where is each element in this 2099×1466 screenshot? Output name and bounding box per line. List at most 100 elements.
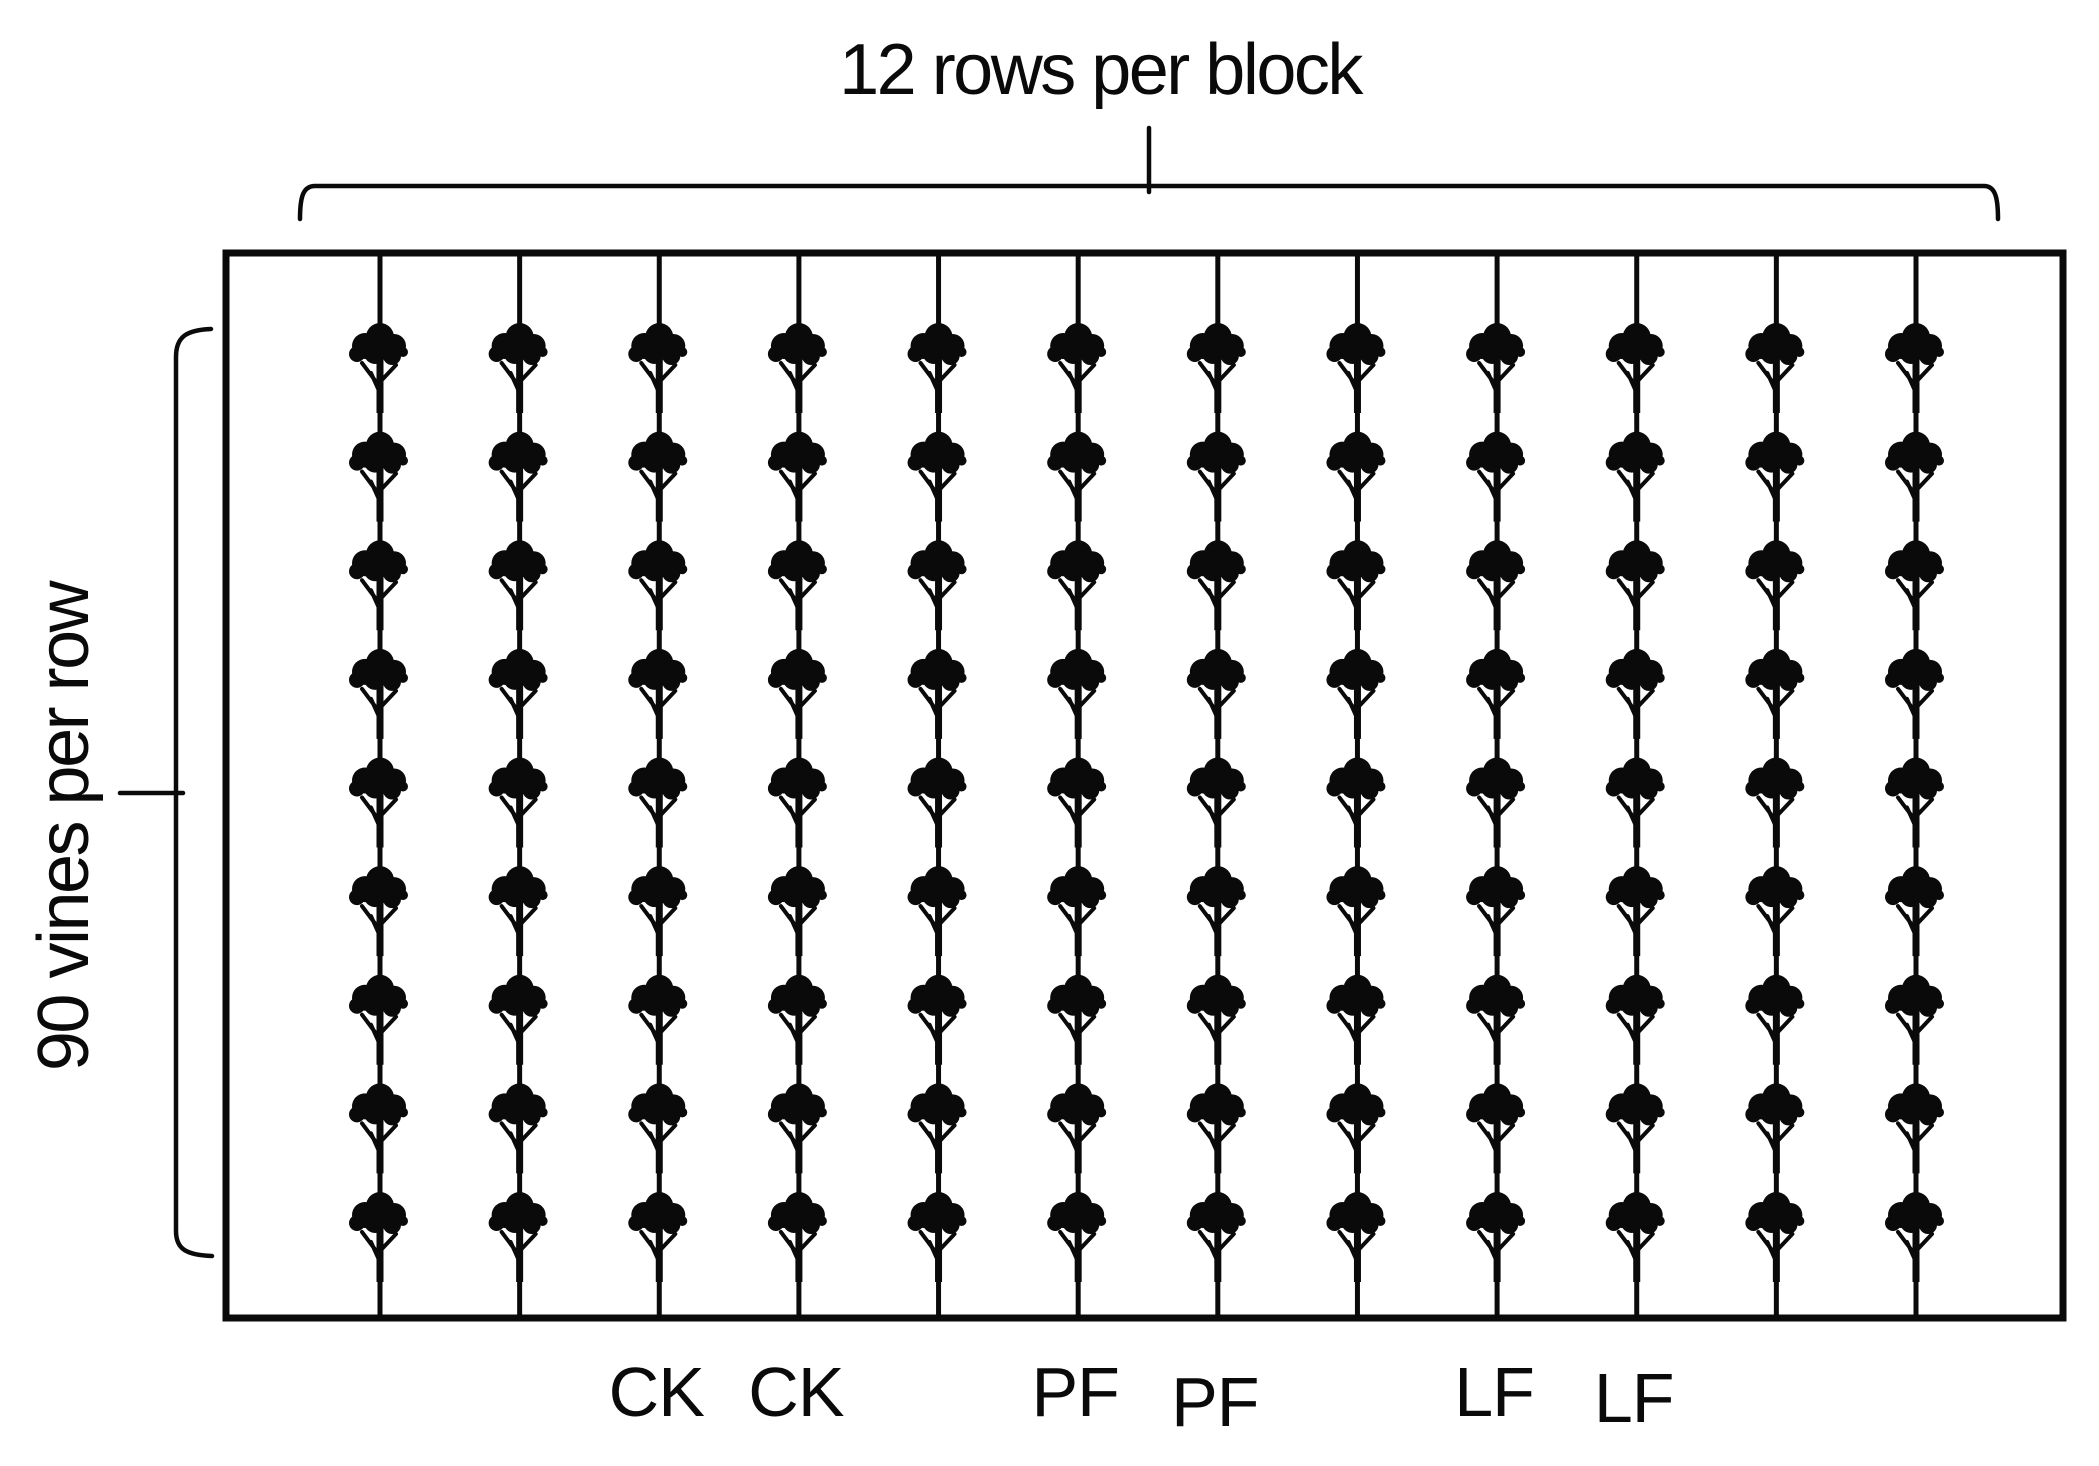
vine-icon [1743,972,1807,1067]
vine-icon [1464,321,1528,415]
vine-icon [905,972,969,1067]
treatment-label: LF [1594,1359,1674,1437]
vine-icon [1045,972,1109,1067]
vine-icon [1324,321,1388,415]
vine-icon [905,429,969,524]
vine-icon [1464,1190,1528,1284]
vine-icon [1883,321,1946,415]
vine-rows [347,253,1946,1318]
vine-icon [1324,864,1388,959]
vine-icon [626,429,690,524]
vine-icon [765,321,829,415]
vine-icon [1464,755,1528,850]
vine-icon [1743,1081,1807,1176]
vine-icon [1184,1081,1248,1176]
vine-icon [347,538,410,633]
vine-icon [1464,538,1528,633]
vine-icon [347,321,410,415]
vine-icon [626,1190,690,1284]
vine-icon [347,864,410,959]
vine-icon [1045,321,1109,415]
vine-icon [1883,755,1946,850]
vine-icon [765,1190,829,1284]
vine-icon [1743,1190,1807,1284]
vine-icon [626,755,690,850]
vine-icon [1324,538,1388,633]
vine-icon [1045,1190,1109,1284]
vine-icon [1045,429,1109,524]
vine-icon [347,1190,410,1284]
vine-icon [765,1081,829,1176]
vine-icon [626,972,690,1067]
vine-icon [1464,429,1528,524]
vine-icon [1603,972,1667,1067]
vine-icon [1184,755,1248,850]
vine-icon [765,538,829,633]
vine-icon [486,429,550,524]
vine-icon [905,538,969,633]
vine-icon [1464,864,1528,959]
vine-icon [1184,972,1248,1067]
vine-icon [1603,1081,1667,1176]
vine-icon [1743,864,1807,959]
block-outline [222,249,2067,1322]
vine-icon [626,321,690,415]
vine-icon [905,864,969,959]
vine-icon [486,972,550,1067]
vine-icon [1743,755,1807,850]
vine-icon [1603,321,1667,415]
vine-icon [1603,646,1667,741]
vine-icon [765,972,829,1067]
vine-icon [1324,755,1388,850]
vine-icon [1883,864,1946,959]
treatment-label: CK [748,1353,844,1431]
vine-icon [1324,972,1388,1067]
vine-icon [1883,429,1946,524]
vine-icon [626,646,690,741]
vine-icon [347,429,410,524]
vine-icon [1045,1081,1109,1176]
vine-icon [905,755,969,850]
vine-icon [765,864,829,959]
vine-icon [1883,1190,1946,1284]
vine-icon [486,1190,550,1284]
vine-icon [1743,538,1807,633]
vine-icon [1324,1190,1388,1284]
vine-icon [905,646,969,741]
vine-icon [1603,538,1667,633]
vine-icon [1743,429,1807,524]
vine-icon [1045,538,1109,633]
vine-icon [1324,1081,1388,1176]
vine-icon [1184,321,1248,415]
vine-icon [765,646,829,741]
vine-icon [1184,538,1248,633]
vine-icon [1184,1190,1248,1284]
vine-icon [765,755,829,850]
vine-icon [347,646,410,741]
vine-icon [1324,429,1388,524]
vine-icon [1883,1081,1946,1176]
treatment-label: LF [1454,1353,1534,1431]
vine-icon [1045,646,1109,741]
vine-icon [1603,864,1667,959]
vine-icon [486,321,550,415]
treatment-label: CK [609,1353,705,1431]
vine-icon [347,972,410,1067]
top-brace-label: 12 rows per block [839,30,1364,110]
treatment-label: PF [1171,1363,1258,1441]
vine-icon [1883,972,1946,1067]
vine-icon [1184,646,1248,741]
vine-icon [626,1081,690,1176]
vine-icon [765,429,829,524]
vine-icon [1184,429,1248,524]
vine-icon [905,1190,969,1284]
vine-icon [1324,646,1388,741]
vine-icon [1743,646,1807,741]
vine-icon [1883,646,1946,741]
vine-icon [486,755,550,850]
vine-icon [486,646,550,741]
vine-icon [1045,864,1109,959]
